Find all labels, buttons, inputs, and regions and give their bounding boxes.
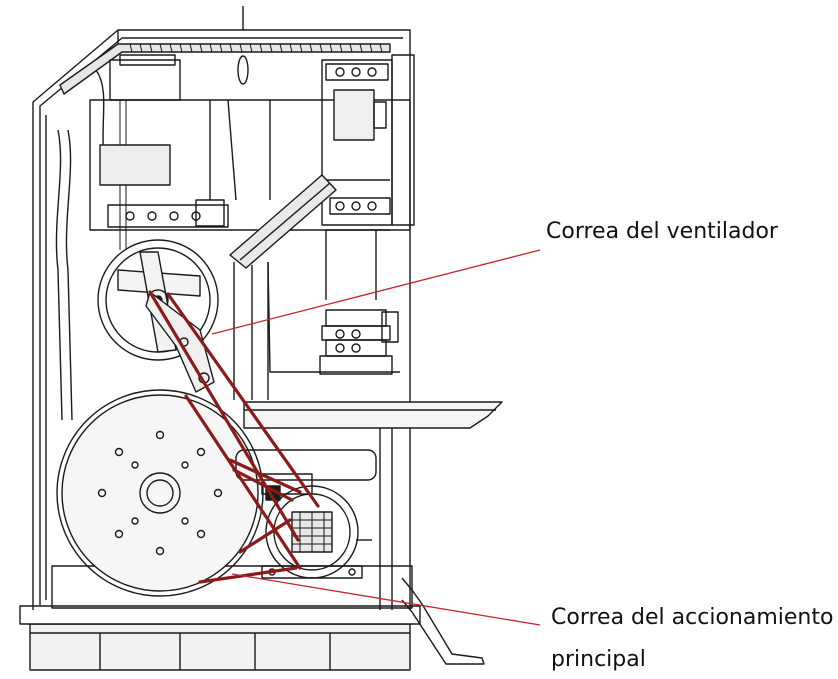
machine-base [19,565,421,671]
main-drive-wheel [56,389,264,597]
filter-coupling [319,309,399,375]
foot-pedal [401,577,485,665]
leader-lines [211,249,541,626]
right-cabinet [229,54,415,400]
fan-pulley [97,239,219,393]
main-drive-belt [184,394,302,584]
main-drive-belt-callout: Correa del accionamiento principal [551,603,833,675]
main-drive-belt-callout-line1: Correa del accionamiento [551,605,834,630]
main-drive-belt-callout-line2: principal [551,647,646,672]
upper-components [89,54,411,231]
main-belt-leader [231,573,541,626]
work-shelf [243,401,503,610]
fan-belt-callout: Correa del ventilador [546,219,778,244]
fan-belt-leader [211,249,541,335]
housing-vent-slots [129,43,383,53]
fan-belt [148,290,320,542]
